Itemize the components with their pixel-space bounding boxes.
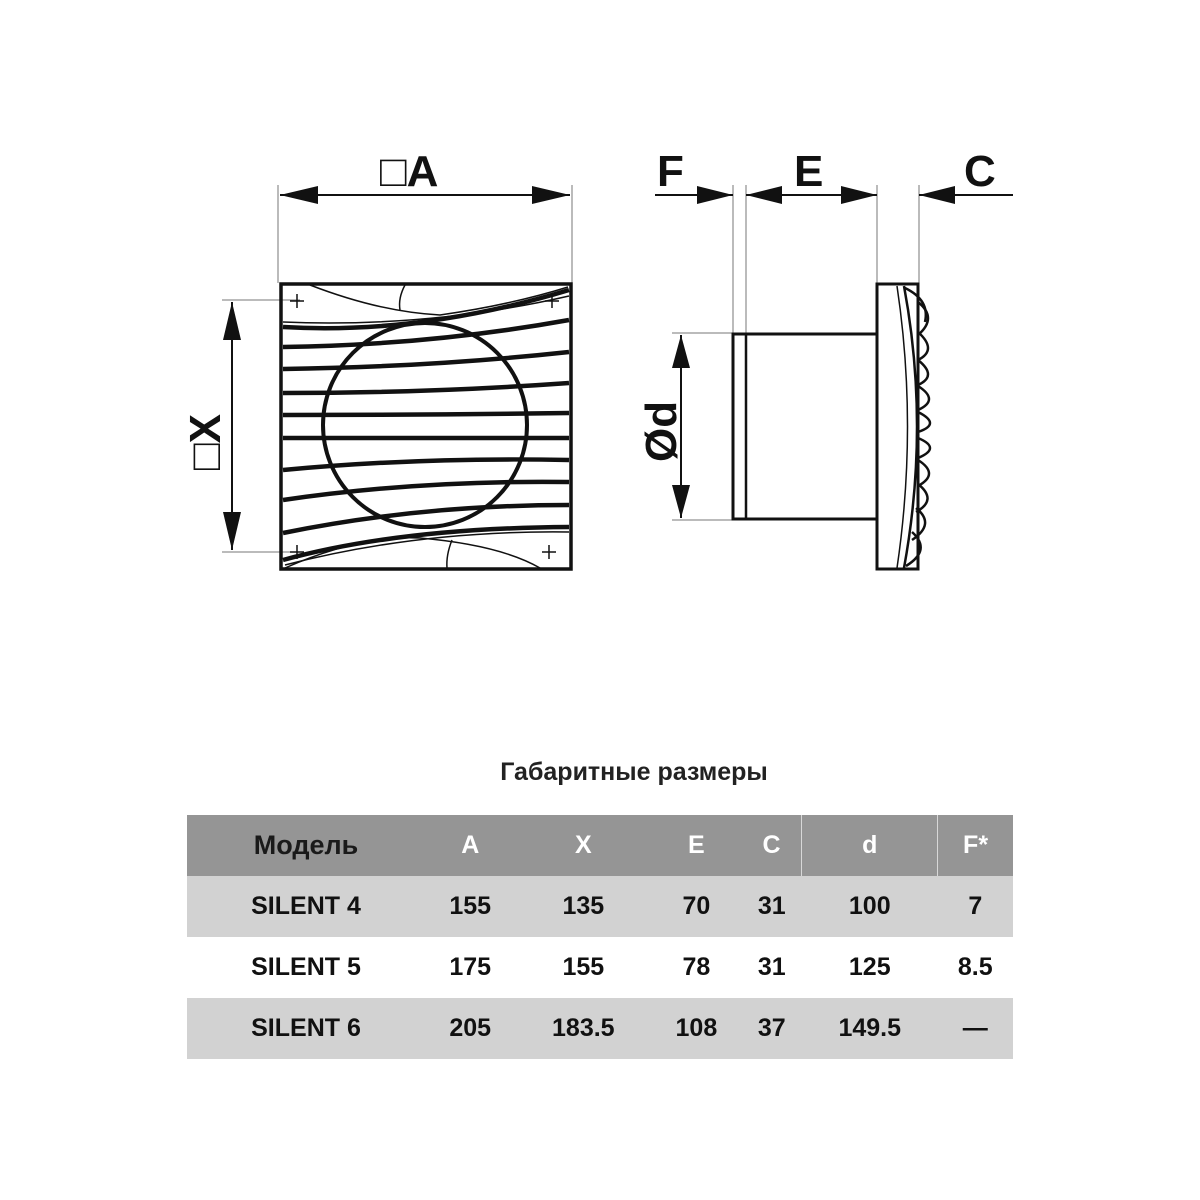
grille-circle — [321, 321, 529, 529]
grille-frame — [279, 282, 573, 571]
cell: 135 — [515, 876, 652, 937]
cell-model: SILENT 4 — [187, 876, 425, 937]
header-f: F* — [937, 815, 1013, 876]
cell: 125 — [801, 937, 938, 998]
header-a: A — [425, 815, 516, 876]
cell: 205 — [425, 998, 516, 1059]
header-d: d — [801, 815, 938, 876]
dimension-x-label: □X — [181, 414, 230, 470]
table-row: SILENT 4 155 135 70 31 100 7 — [187, 876, 1013, 937]
cell: 175 — [425, 937, 516, 998]
side-view — [655, 185, 1013, 571]
header-model: Модель — [187, 815, 425, 876]
dimension-c-label: C — [964, 147, 996, 196]
screw-marks — [290, 294, 559, 559]
grille-slats — [282, 287, 570, 563]
cell: 100 — [801, 876, 938, 937]
dimension-f-label: F — [657, 147, 684, 196]
cell: 37 — [741, 998, 802, 1059]
cell: 149.5 — [801, 998, 938, 1059]
fan-dimension-drawing: □A □X — [181, 147, 1013, 571]
dimension-d-label: Ød — [637, 401, 686, 462]
cell: 155 — [425, 876, 516, 937]
louver-blades — [902, 285, 932, 569]
cell: — — [937, 998, 1013, 1059]
dimension-e-label: E — [794, 147, 823, 196]
table-header-row: Модель A X E C d F* — [187, 815, 1013, 876]
header-c: C — [741, 815, 802, 876]
table-row: SILENT 6 205 183.5 108 37 149.5 — — [187, 998, 1013, 1059]
dimensions-table: Модель A X E C d F* SILENT 4 155 135 70 … — [187, 815, 1013, 1059]
cell-model: SILENT 6 — [187, 998, 425, 1059]
cell-model: SILENT 5 — [187, 937, 425, 998]
cell: 8.5 — [937, 937, 1013, 998]
cell: 31 — [741, 937, 802, 998]
front-panel-side — [875, 282, 920, 571]
duct-spigot — [731, 332, 879, 521]
front-view — [222, 185, 573, 571]
header-x: X — [515, 815, 652, 876]
table-title: Габаритные размеры — [500, 758, 768, 786]
cell: 108 — [651, 998, 742, 1059]
cell: 31 — [741, 876, 802, 937]
table-row: SILENT 5 175 155 78 31 125 8.5 — [187, 937, 1013, 998]
header-e: E — [651, 815, 742, 876]
cell: 70 — [651, 876, 742, 937]
cell: 78 — [651, 937, 742, 998]
cell: 183.5 — [515, 998, 652, 1059]
dimension-a-label: □A — [380, 147, 438, 196]
cell: 155 — [515, 937, 652, 998]
cell: 7 — [937, 876, 1013, 937]
